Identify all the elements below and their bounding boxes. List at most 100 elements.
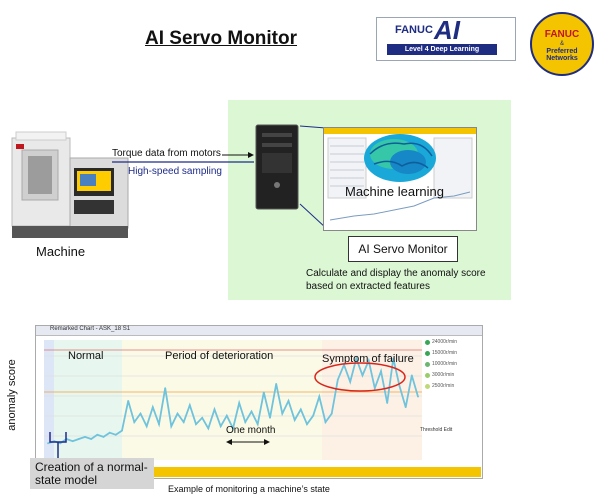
data-point bbox=[262, 391, 265, 394]
threshold-edit-label: Threshold Edit bbox=[420, 427, 453, 433]
symptom-highlight-ellipse bbox=[314, 362, 406, 392]
normal-zone bbox=[44, 340, 122, 460]
data-point bbox=[59, 442, 62, 445]
data-point bbox=[164, 387, 167, 390]
page-title: AI Servo Monitor bbox=[145, 28, 298, 49]
legend-item: 24000r/min bbox=[425, 337, 483, 348]
sampling-label: High-speed sampling bbox=[128, 166, 222, 177]
legend-item: 10000r/min bbox=[425, 359, 483, 370]
data-point bbox=[77, 438, 80, 440]
chart-legend: 24000r/min 15000r/min 10000r/min 3000r/min 2… bbox=[425, 337, 483, 392]
data-point bbox=[145, 425, 148, 428]
data-point bbox=[398, 385, 401, 387]
data-point bbox=[182, 421, 185, 423]
data-point bbox=[151, 406, 154, 409]
data-point bbox=[306, 423, 308, 426]
badge-pfn-text: Preferred Networks bbox=[546, 48, 578, 62]
data-point bbox=[232, 427, 234, 430]
legend-dot bbox=[425, 384, 430, 389]
data-point bbox=[201, 416, 204, 419]
data-point bbox=[380, 370, 382, 373]
legend-dot bbox=[425, 362, 430, 367]
data-flow-arrows bbox=[112, 152, 254, 163]
data-point bbox=[244, 421, 247, 423]
data-point bbox=[114, 433, 117, 436]
data-point bbox=[318, 395, 321, 398]
partner-badge: FANUC & Preferred Networks bbox=[530, 12, 594, 76]
machine-learning-label: Machine learning bbox=[345, 184, 445, 199]
one-month-label: One month bbox=[226, 425, 276, 436]
phase-deterioration-label: Period of deterioration bbox=[165, 350, 274, 362]
data-point bbox=[417, 395, 419, 398]
model-zone bbox=[44, 340, 54, 460]
data-point bbox=[158, 423, 160, 426]
trend-plot bbox=[44, 340, 422, 460]
data-point bbox=[386, 402, 389, 404]
data-point bbox=[312, 414, 315, 417]
logo-fanuc-text: FANUC bbox=[395, 24, 433, 36]
data-point bbox=[299, 408, 302, 411]
data-point bbox=[324, 421, 327, 423]
torque-label: Torque data from motors bbox=[112, 148, 221, 159]
figure-caption: Example of monitoring a machine’s state bbox=[168, 484, 330, 494]
data-point bbox=[225, 414, 228, 417]
chart-header: Remarked Chart - ASK_18 S1 bbox=[36, 326, 482, 336]
legend-label: 2500r/min bbox=[432, 383, 455, 389]
data-point bbox=[133, 421, 136, 423]
data-point bbox=[250, 410, 253, 413]
legend-label: 24000r/min bbox=[432, 339, 458, 345]
data-point bbox=[139, 412, 142, 415]
data-point bbox=[121, 429, 123, 432]
badge-fanuc-text: FANUC bbox=[544, 29, 580, 40]
data-point bbox=[219, 425, 222, 428]
legend-item: 3000r/min bbox=[425, 370, 483, 381]
machine-label: Machine bbox=[36, 244, 86, 259]
data-point bbox=[176, 412, 179, 415]
creation-bracket bbox=[49, 432, 67, 458]
data-point bbox=[71, 440, 74, 443]
machine-image bbox=[11, 131, 129, 238]
data-point bbox=[102, 436, 105, 438]
data-point bbox=[47, 442, 49, 445]
data-point bbox=[281, 412, 284, 415]
data-point bbox=[410, 374, 413, 377]
data-point bbox=[127, 400, 130, 402]
one-month-arrow bbox=[226, 439, 270, 445]
data-point bbox=[392, 357, 395, 360]
data-point bbox=[330, 412, 333, 415]
logo-tagline: Level 4 Deep Learning bbox=[387, 44, 497, 55]
legend-item: 15000r/min bbox=[425, 348, 483, 359]
gridlines bbox=[44, 355, 422, 437]
data-point bbox=[367, 359, 370, 362]
connector-lines bbox=[299, 125, 327, 229]
data-point bbox=[355, 357, 358, 360]
legend-label: 3000r/min bbox=[432, 372, 455, 378]
badge-amp: & bbox=[559, 41, 564, 47]
svg-text:anomaly score: anomaly score bbox=[6, 359, 18, 431]
description-line-1: Calculate and display the anomaly score bbox=[306, 268, 486, 279]
data-point bbox=[90, 438, 93, 440]
data-point bbox=[84, 436, 86, 438]
creation-note: Creation of a normal-state model bbox=[30, 458, 154, 489]
data-point bbox=[361, 374, 364, 377]
data-point bbox=[170, 425, 173, 428]
data-point bbox=[287, 400, 290, 402]
description-line-2: based on extracted features bbox=[306, 281, 430, 292]
status-bar bbox=[35, 467, 481, 477]
product-name-box: AI Servo Monitor bbox=[348, 236, 458, 262]
legend-dot bbox=[425, 340, 430, 345]
phase-symptom-label: Symptom of failure bbox=[322, 353, 414, 365]
data-point bbox=[275, 383, 278, 385]
software-screenshot bbox=[323, 127, 477, 231]
data-point bbox=[404, 406, 407, 409]
legend-label: 10000r/min bbox=[432, 361, 458, 367]
phase-normal-label: Normal bbox=[68, 350, 104, 362]
data-point bbox=[238, 402, 241, 404]
data-point bbox=[269, 416, 271, 419]
data-point bbox=[195, 423, 197, 426]
data-point bbox=[293, 419, 296, 421]
data-point bbox=[336, 378, 339, 381]
legend-dot bbox=[425, 373, 430, 378]
symptom-zone bbox=[322, 340, 422, 460]
legend-item: 2500r/min bbox=[425, 381, 483, 392]
